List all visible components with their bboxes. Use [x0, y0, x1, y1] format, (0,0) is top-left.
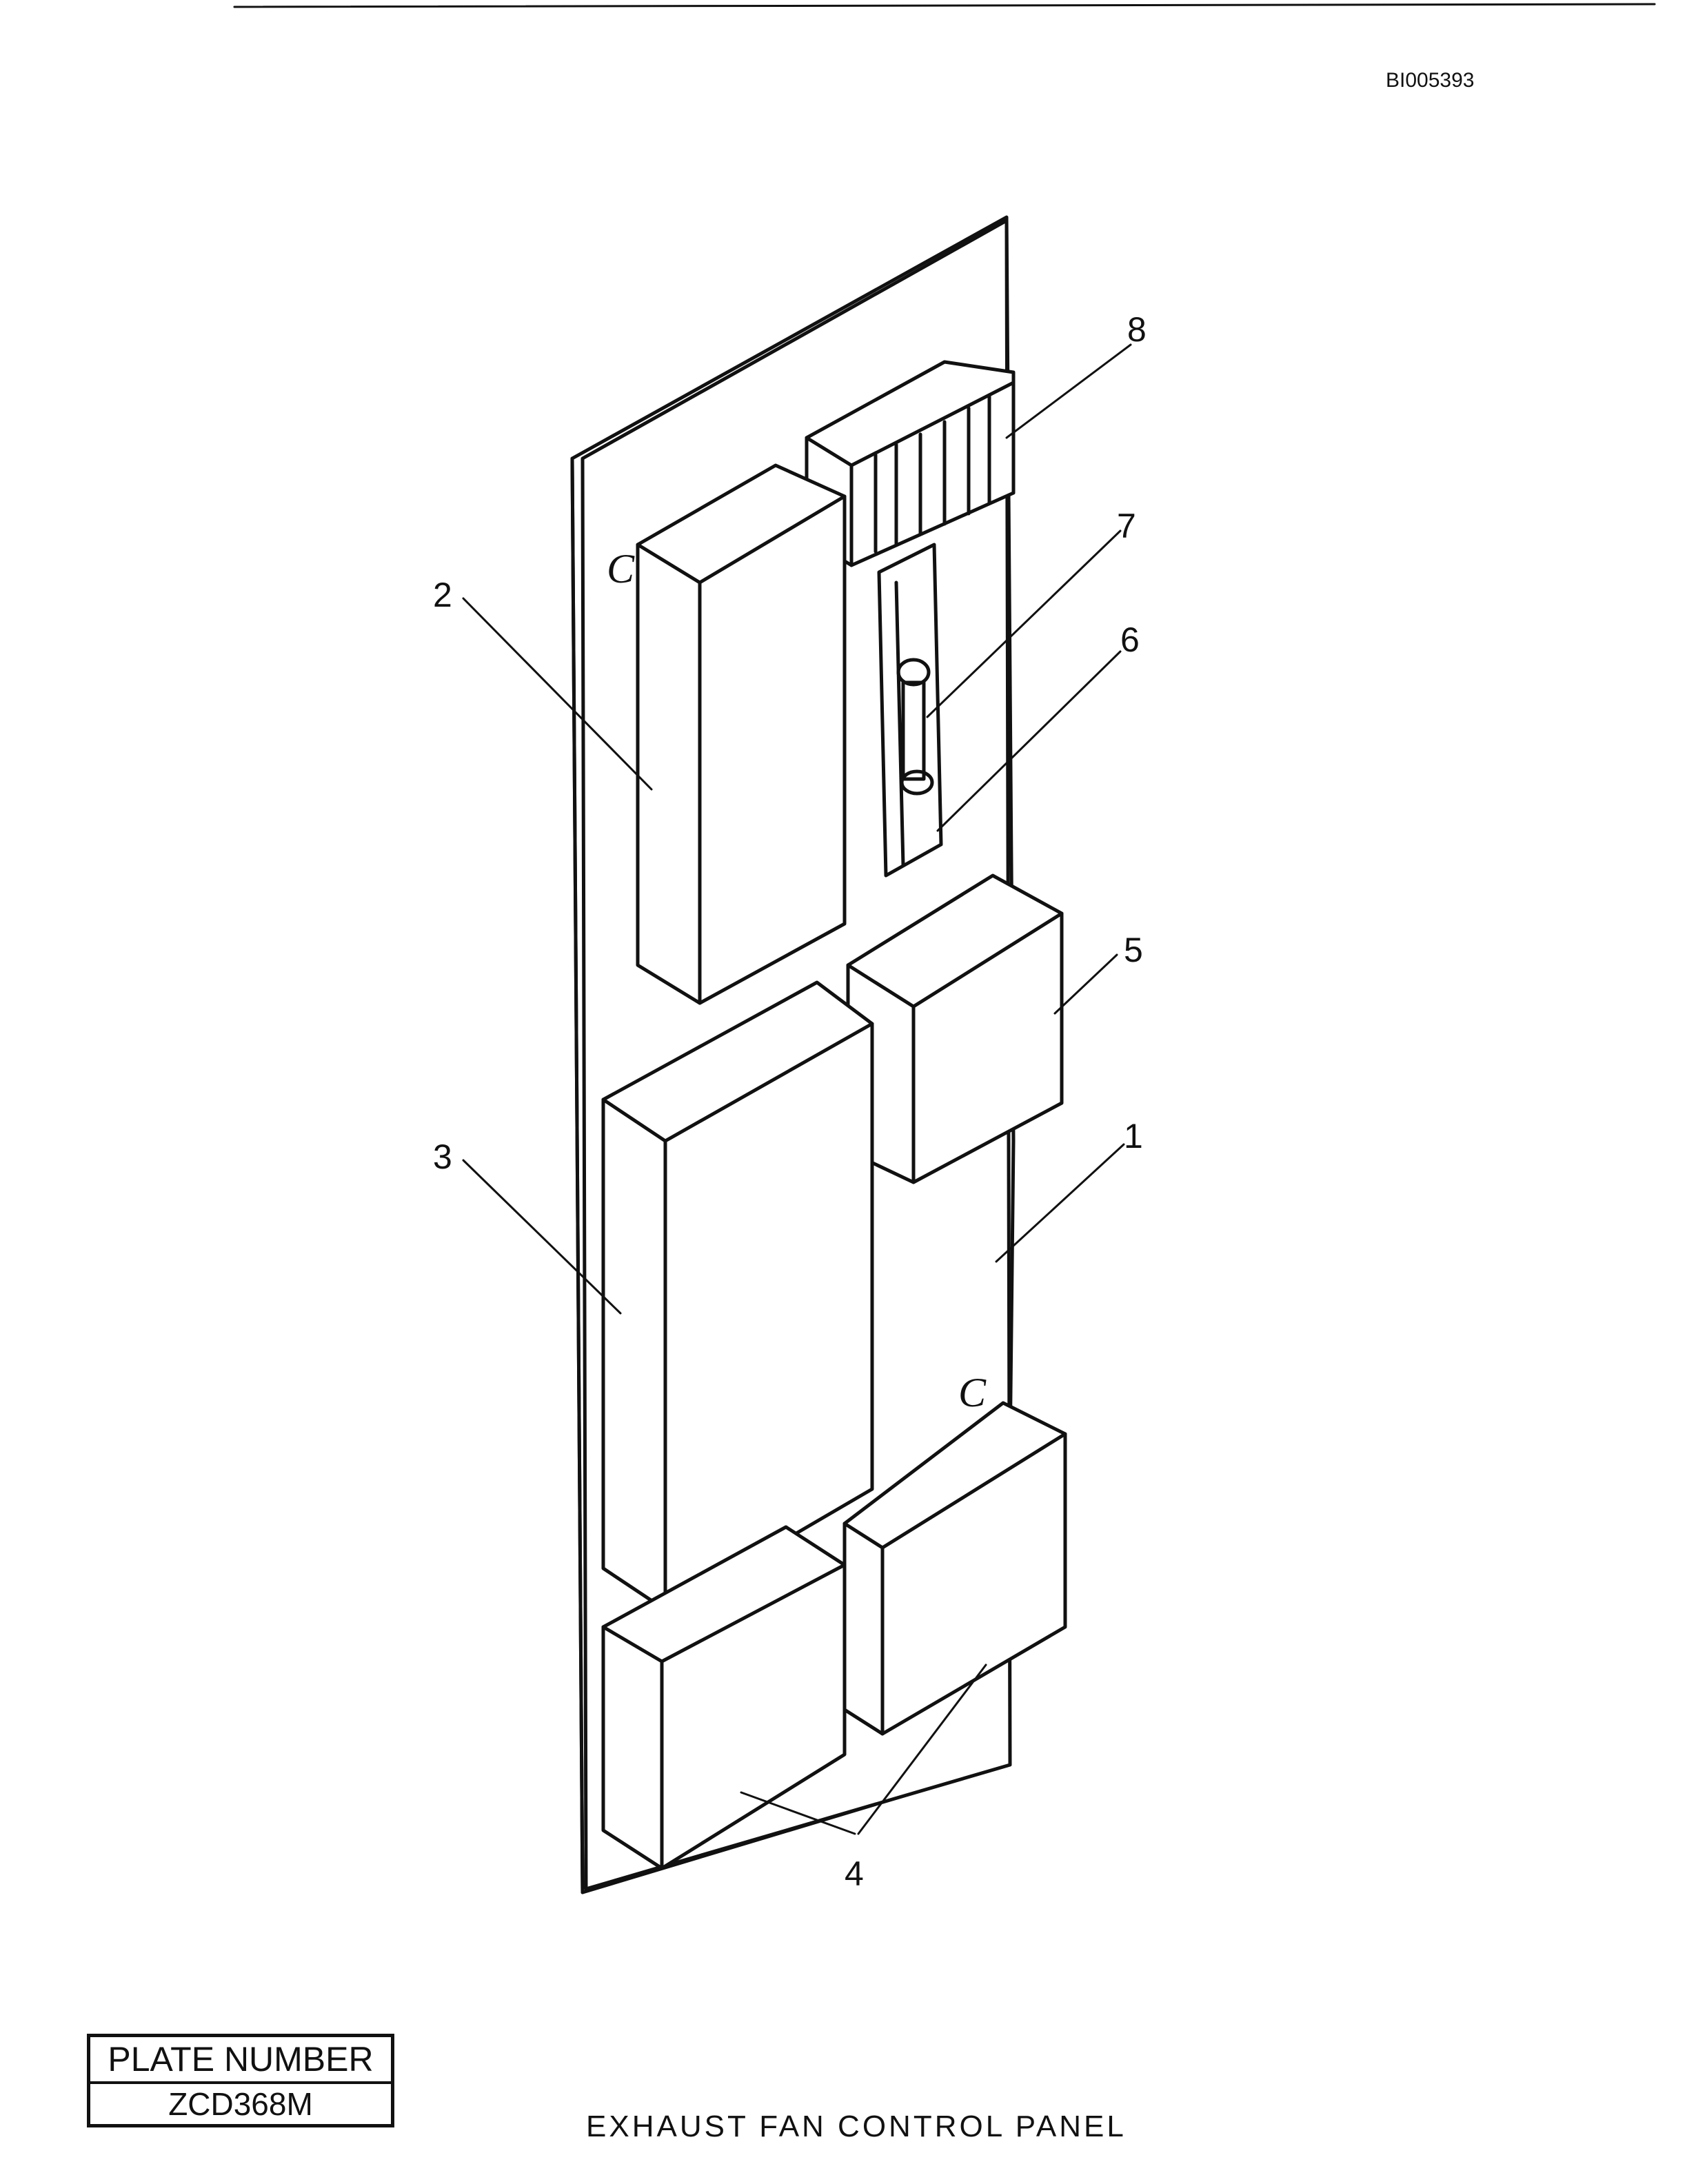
terminal-block [805, 360, 1016, 567]
top-rule [233, 3, 1656, 8]
plate-number-box: PLATE NUMBER ZCD368M [87, 2034, 394, 2127]
plate-number-value: ZCD368M [168, 2086, 313, 2122]
callout-2: 2 [433, 576, 452, 614]
control-box-4-left [601, 1525, 847, 1870]
callout-7: 7 [1117, 507, 1136, 545]
mounting-hole-bottom: C [958, 1370, 987, 1415]
control-box-3 [601, 980, 874, 1612]
callout-8: 8 [1127, 310, 1147, 349]
plate-number-label: PLATE NUMBER [90, 2037, 391, 2084]
fuse-holder [877, 543, 943, 878]
leader-lines [462, 343, 1132, 1835]
relay-box-2 [636, 463, 847, 1005]
document-id: BI005393 [1386, 69, 1475, 92]
callout-1: 1 [1124, 1117, 1143, 1155]
callout-6: 6 [1120, 620, 1140, 659]
drawing-caption: EXHAUST FAN CONTROL PANEL [586, 2110, 1127, 2143]
callout-5: 5 [1124, 931, 1143, 969]
callout-3: 3 [433, 1138, 452, 1176]
callout-4: 4 [845, 1854, 864, 1893]
mounting-hole-top: C [607, 546, 635, 592]
